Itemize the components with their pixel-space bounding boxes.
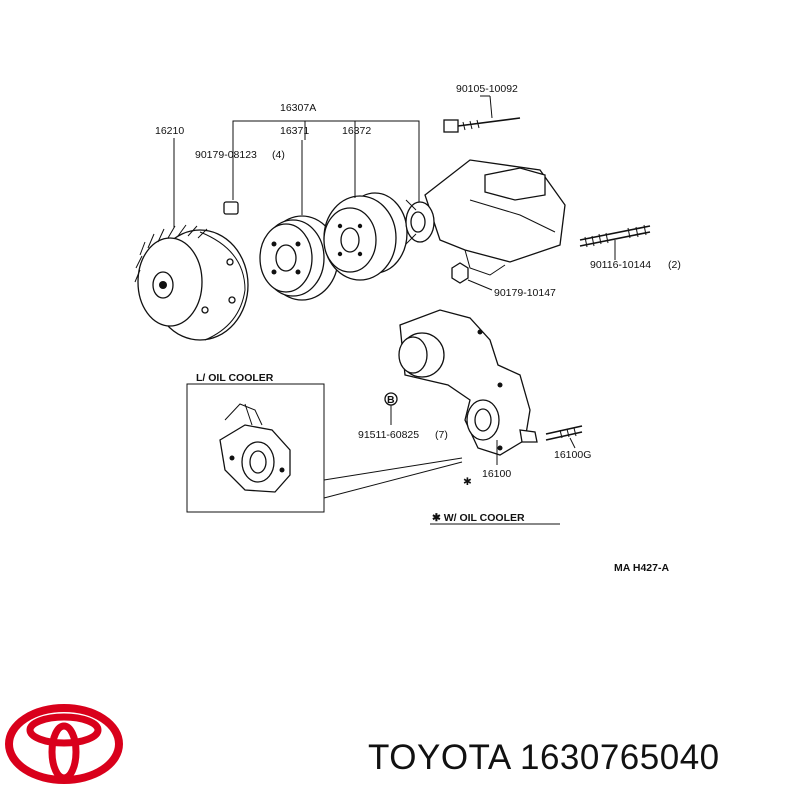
label-stud-pump: 16100G (554, 449, 591, 461)
part-number: 1630765040 (519, 738, 720, 777)
label-plug-qty: (7) (435, 429, 448, 441)
label-plug: 91511-60825 (358, 429, 419, 441)
label-stud-right: 90116-10144 (590, 259, 651, 271)
label-plug-marker: B (387, 394, 395, 406)
label-pulley-b: 16372 (342, 125, 371, 137)
fan-clutch-part (134, 138, 249, 341)
label-nut-fan: 90179-08123 (195, 149, 257, 161)
bolt-top-part (443, 95, 521, 133)
label-assy: 16307A (280, 102, 316, 114)
pump-housing-upper-part (405, 159, 566, 276)
oil-cooler-inset (186, 383, 463, 513)
plug-part (384, 392, 398, 425)
nut-fan-part (223, 160, 239, 215)
label-l-oil-cooler: L/ OIL COOLER (196, 372, 274, 384)
label-figure-code: MA H427-A (614, 562, 669, 574)
label-fan-clutch: 16210 (155, 125, 184, 137)
label-w-oil-cooler: ✱ W/ OIL COOLER (432, 512, 525, 524)
label-pump: 16100 (482, 468, 511, 480)
label-nut-fan-qty: (4) (272, 149, 285, 161)
stud-pump-part (545, 425, 583, 449)
label-nut-pump: 90179-10147 (494, 287, 556, 299)
assembly-bracket (232, 120, 420, 205)
toyota-logo (5, 704, 123, 784)
brand-caption: TOYOTA 1630765040 (368, 738, 720, 778)
label-stud-right-qty: (2) (668, 259, 681, 271)
water-pump-part (398, 309, 538, 465)
nut-pump-part (451, 262, 493, 291)
asterisk-marker: ✱ (463, 476, 472, 488)
label-pulley-a: 16371 (280, 125, 309, 137)
stud-right-part (579, 224, 651, 260)
label-bolt-top: 90105-10092 (456, 83, 518, 95)
pulley-a-part (259, 140, 339, 301)
brand-name: TOYOTA (368, 738, 510, 777)
pulley-b-part (323, 140, 408, 281)
